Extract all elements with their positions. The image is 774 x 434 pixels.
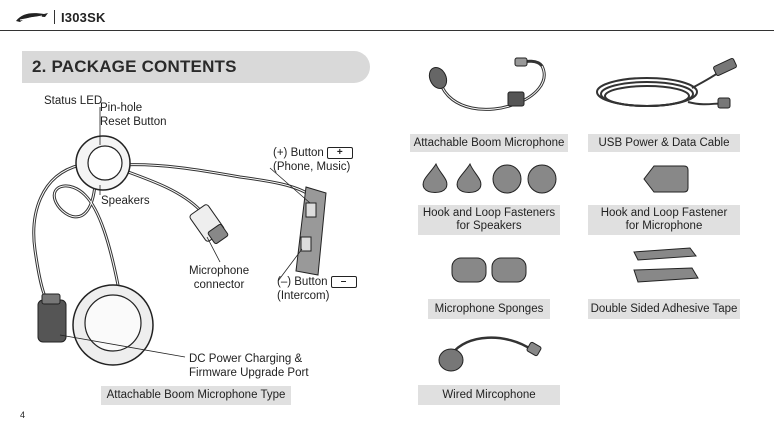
- hook-loop-speakers-caption: Hook and Loop Fasteners for Speakers: [418, 205, 560, 235]
- kappa-logo: [16, 13, 48, 22]
- status-led-label: Status LED: [44, 95, 103, 107]
- wired-mic-caption: Wired Mircophone: [418, 385, 560, 405]
- usb-cable-illustration: [596, 57, 737, 109]
- main-diagram-caption: Attachable Boom Microphone Type: [101, 386, 291, 405]
- header-separator: [54, 10, 55, 24]
- plus-button-icon: +: [326, 146, 353, 159]
- usb-cable-caption: USB Power & Data Cable: [588, 134, 740, 152]
- hook-loop-speakers-illustration: [422, 162, 557, 194]
- dc-port-label: DC Power Charging & Firmware Upgrade Por…: [189, 353, 309, 379]
- speakers-label: Speakers: [101, 195, 150, 207]
- boom-mic-illustration: [428, 57, 546, 111]
- section-title: 2. PACKAGE CONTENTS: [32, 57, 237, 76]
- adhesive-tape-caption: Double Sided Adhesive Tape: [588, 299, 740, 319]
- page-number: 4: [20, 410, 26, 420]
- model-name: I303SK: [61, 9, 106, 25]
- header-rule: [0, 30, 774, 31]
- wired-mic-illustration: [438, 336, 542, 372]
- hook-loop-mic-illustration: [643, 165, 689, 193]
- minus-button-icon: –: [330, 275, 357, 288]
- header: I303SK: [14, 6, 106, 28]
- pinhole-label: Pin-hole Reset Button: [100, 102, 167, 128]
- mic-sponges-illustration: [451, 257, 527, 283]
- headset-diagram: [32, 107, 327, 366]
- adhesive-tape-illustration: [633, 247, 699, 283]
- plus-button-label: (+) Button+ (Phone, Music): [273, 146, 353, 174]
- hook-loop-mic-caption: Hook and Loop Fastener for Microphone: [588, 205, 740, 235]
- mic-sponges-caption: Microphone Sponges: [428, 299, 550, 319]
- mic-connector-label: Microphone connector: [189, 265, 250, 291]
- boom-mic-caption: Attachable Boom Microphone: [410, 134, 568, 152]
- minus-button-label: (–) Button– (Intercom): [277, 275, 357, 303]
- section-header: 2. PACKAGE CONTENTS: [22, 51, 370, 83]
